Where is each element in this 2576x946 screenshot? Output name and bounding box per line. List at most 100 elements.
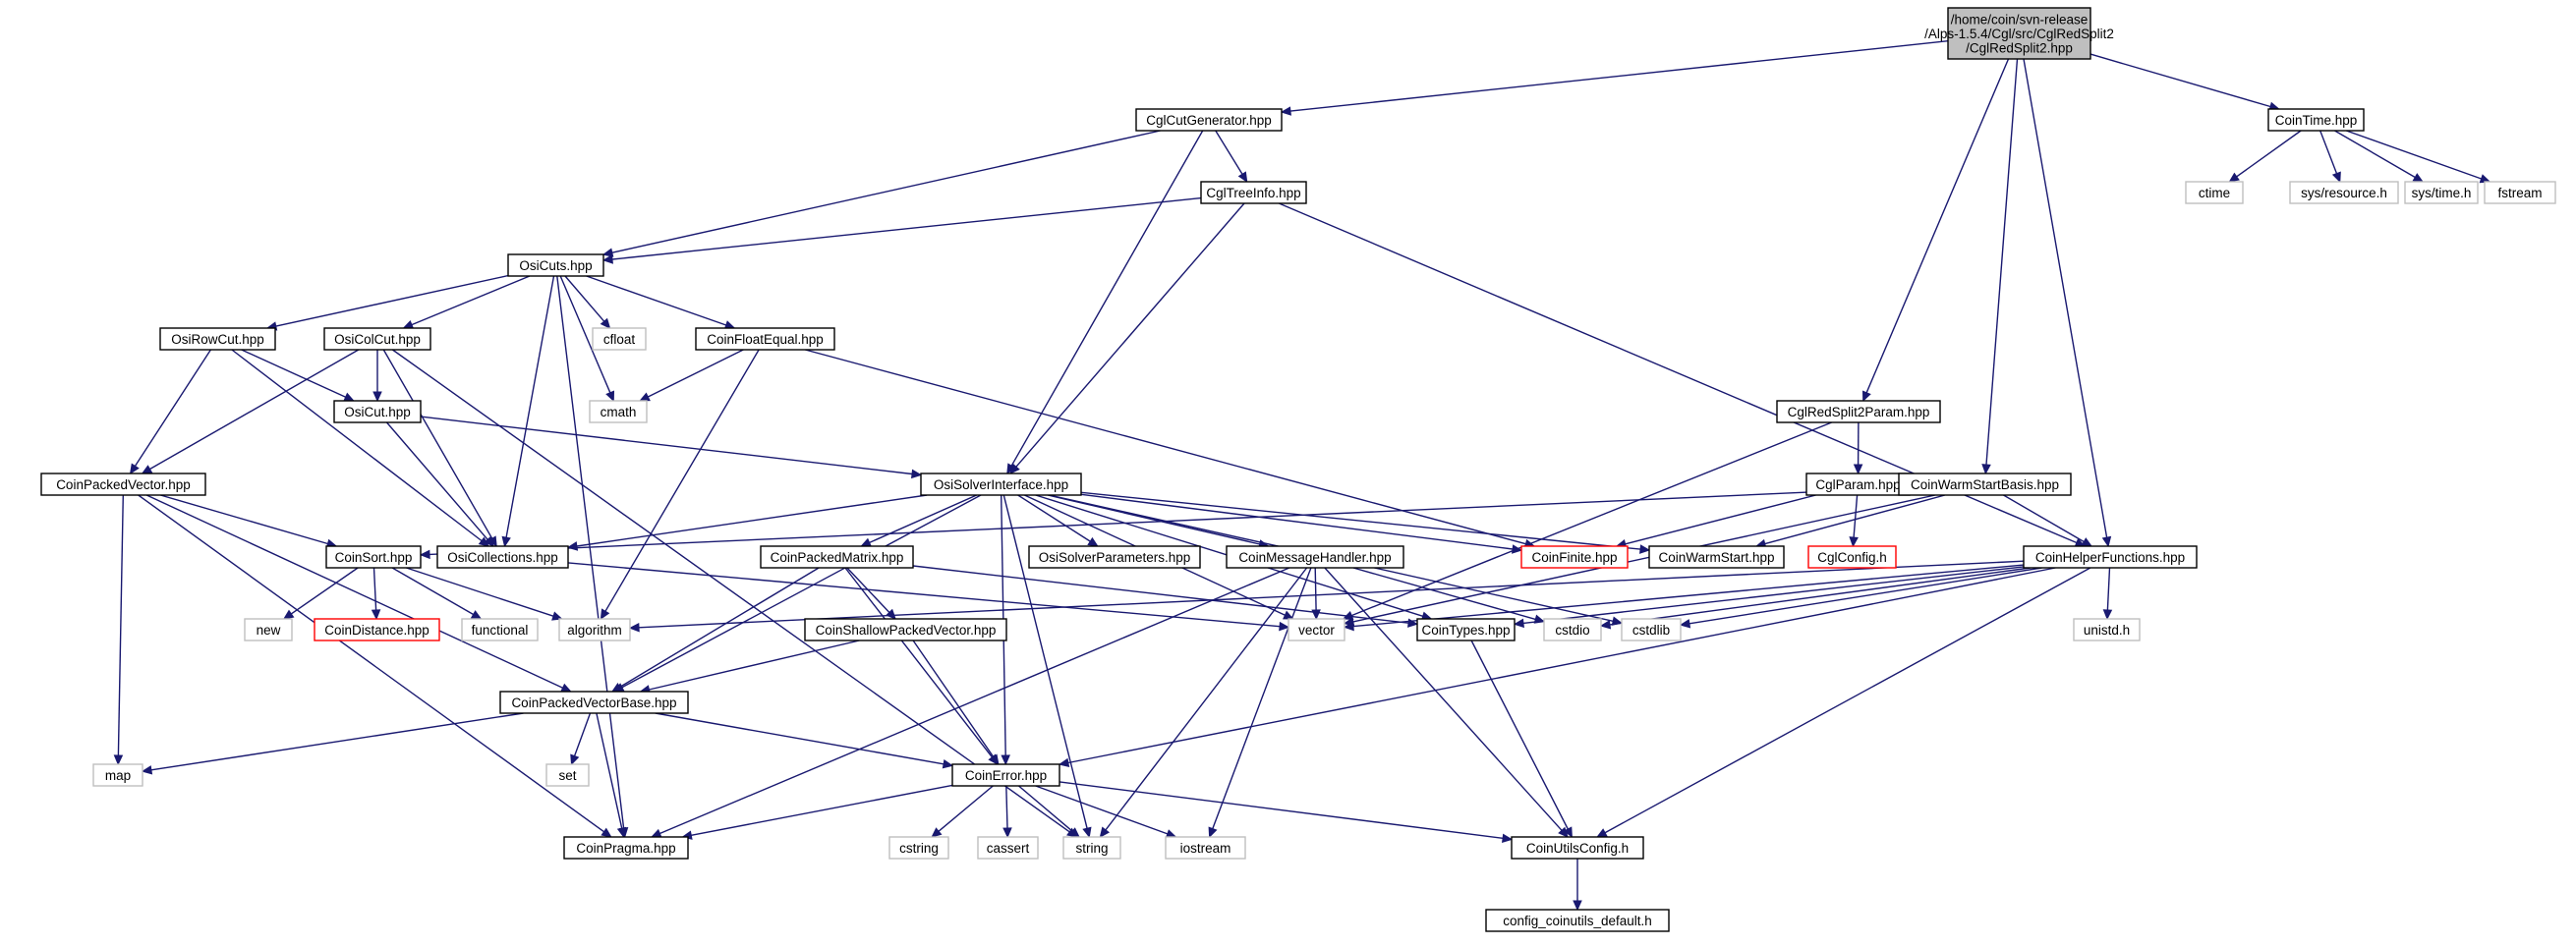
edge-arrowhead (2412, 173, 2425, 183)
edge-line (1212, 567, 1312, 829)
node-box (2185, 181, 2244, 204)
node-map: map (92, 763, 143, 787)
edge-line (586, 275, 727, 326)
node-string: string (1062, 836, 1121, 860)
node-label: CglCutGenerator.hpp (1146, 113, 1272, 128)
edge-osicut-to-osisolverinterface (420, 416, 923, 479)
edge-arrowhead (1563, 826, 1573, 839)
edge-line (604, 349, 760, 612)
node-cgltreeinfo[interactable]: CglTreeInfo.hpp (1200, 181, 1307, 204)
edge-line (117, 494, 124, 756)
edge-line (241, 349, 346, 398)
edge-line (655, 712, 945, 765)
node-osisolverinterface[interactable]: OsiSolverInterface.hpp (920, 473, 1082, 496)
edge-coinsort-to-coindistance (371, 567, 381, 621)
edge-line (290, 567, 359, 615)
node-coinhelperfunctions[interactable]: CoinHelperFunctions.hpp (2023, 545, 2198, 569)
edge-line (406, 567, 554, 617)
edge-arrowhead (600, 317, 611, 329)
edge-coinsort-to-new (282, 567, 359, 620)
node-osicut[interactable]: OsiCut.hpp (333, 400, 422, 423)
node-label: cstring (899, 841, 939, 856)
node-label: fstream (2497, 186, 2542, 200)
edge-arrowhead (371, 609, 381, 621)
node-label: map (105, 768, 131, 783)
node-osisolverparams[interactable]: OsiSolverParameters.hpp (1028, 545, 1201, 569)
edge-arrowhead (113, 754, 124, 766)
edge-line (619, 567, 820, 689)
node-cglparam[interactable]: CglParam.hpp (1805, 473, 1911, 496)
node-coinutilsconfig[interactable]: CoinUtilsConfig.h (1511, 836, 1644, 860)
node-osicolcut[interactable]: OsiColCut.hpp (323, 327, 431, 351)
node-label: CoinShallowPackedVector.hpp (816, 623, 997, 638)
edge-arrowhead (1599, 620, 1612, 630)
edge-arrowhead (282, 609, 295, 620)
edge-cointime-to-systime (2334, 130, 2425, 183)
node-label: CoinPragma.hpp (576, 841, 675, 856)
node-box (589, 400, 648, 423)
edge-coinpackedvectorbase-to-coinpragma (596, 712, 627, 839)
node-box (1648, 545, 1785, 569)
node-osicuts[interactable]: OsiCuts.hpp (507, 253, 604, 277)
node-osicollections[interactable]: OsiCollections.hpp (436, 545, 569, 569)
node-cointime[interactable]: CoinTime.hpp (2267, 108, 2365, 132)
node-coinpackedvectorbase[interactable]: CoinPackedVectorBase.hpp (499, 691, 689, 714)
node-cointypes[interactable]: CoinTypes.hpp (1416, 618, 1516, 641)
node-coinmessagehandler[interactable]: CoinMessageHandler.hpp (1226, 545, 1404, 569)
node-label: CoinTypes.hpp (1421, 623, 1510, 638)
edge-coinfloatequal-to-algorithm (600, 349, 760, 621)
edge-cglcutgen-to-osisolverinterface (1006, 130, 1204, 475)
node-coindistance[interactable]: CoinDistance.hpp (314, 618, 440, 641)
edge-arrowhead (1679, 619, 1691, 629)
node-label: CglParam.hpp (1815, 477, 1900, 492)
node-cglredsplit2param[interactable]: CglRedSplit2Param.hpp (1776, 400, 1941, 423)
edge-line (1609, 567, 2031, 626)
node-coinpragma[interactable]: CoinPragma.hpp (563, 836, 689, 860)
node-configdefault[interactable]: config_coinutils_default.h (1485, 909, 1670, 932)
edge-arrowhead (1573, 900, 1582, 912)
edge-cointypes-to-coinutilsconfig (1470, 640, 1573, 839)
node-coinerror[interactable]: CoinError.hpp (951, 763, 1060, 787)
edge-line (805, 349, 1526, 545)
edge-osirowcut-to-coinpackedvector (129, 349, 211, 475)
edge-osisolverinterface-to-osicollections (566, 494, 928, 551)
node-coinsort[interactable]: CoinSort.hpp (325, 545, 422, 569)
node-coinpackedvector[interactable]: CoinPackedVector.hpp (40, 473, 206, 496)
node-cglconfig[interactable]: CglConfig.h (1807, 545, 1897, 569)
node-box (1288, 618, 1345, 641)
edge-root-to-cglredsplit2param (1861, 58, 2010, 403)
edge-coinmessagehandler-to-vector (1311, 567, 1321, 621)
edge-arrowhead (1002, 827, 1012, 839)
edge-osicuts-to-osicollections (501, 275, 555, 548)
node-box (1135, 108, 1283, 132)
edge-arrowhead (402, 320, 415, 329)
edge-arrowhead (1513, 618, 1524, 629)
edge-line (1522, 566, 2025, 625)
node-label: cassert (987, 841, 1030, 856)
node-coinwarmstart[interactable]: CoinWarmStart.hpp (1648, 545, 1785, 569)
node-coinfloatequal[interactable]: CoinFloatEqual.hpp (695, 327, 835, 351)
node-box (545, 763, 590, 787)
node-coinpackedmatrix[interactable]: CoinPackedMatrix.hpp (760, 545, 914, 569)
node-osirowcut[interactable]: OsiRowCut.hpp (159, 327, 276, 351)
node-coinwarmstartbasis[interactable]: CoinWarmStartBasis.hpp (1898, 473, 2072, 496)
node-cglcutgen[interactable]: CglCutGenerator.hpp (1135, 108, 1283, 132)
node-label: new (257, 623, 281, 638)
node-coinfinite[interactable]: CoinFinite.hpp (1520, 545, 1629, 569)
node-label: CglRedSplit2Param.hpp (1788, 405, 1930, 419)
edge-line (1067, 567, 2056, 764)
edge-cglparam-to-coinfinite (1615, 494, 1816, 549)
node-label: OsiCuts.hpp (519, 258, 592, 273)
node-new: new (244, 618, 293, 641)
node-coinshallowpackedvector[interactable]: CoinShallowPackedVector.hpp (804, 618, 1007, 641)
node-box (40, 473, 206, 496)
node-label: CoinFinite.hpp (1531, 550, 1617, 565)
node-box (804, 618, 1007, 641)
edge-coinpackedvectorbase-to-map (141, 712, 524, 775)
edge-cointime-to-sysres (2319, 130, 2341, 184)
edge-line (1215, 130, 1243, 175)
edge-osicuts-to-osirowcut (265, 274, 509, 331)
node-box (1947, 7, 2091, 60)
edge-coinhelperfunctions-to-coinerror (1058, 567, 2056, 768)
node-label: ctime (2199, 186, 2230, 200)
